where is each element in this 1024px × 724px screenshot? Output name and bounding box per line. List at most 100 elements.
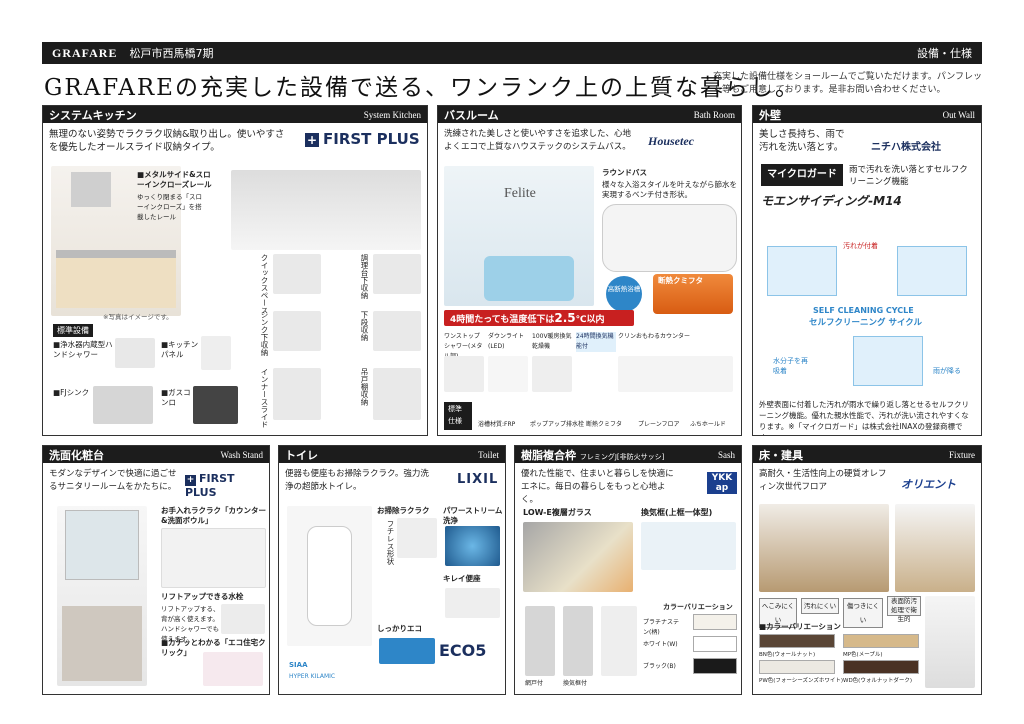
sash-color-2: ブラック(B) [643,663,676,670]
cycle-step-2 [897,246,967,296]
kitchen-item-1: ■キッチンパネル [161,340,199,359]
kitchen-desc: 無理のない姿勢でラクラク収納&取り出し。使いやすさを優先したオールスライド収納タ… [49,129,285,153]
ykk-logo: YKK ap [707,472,737,494]
floor-swatch-0 [759,634,835,648]
sash-color-0: プラチナステン(柄) [643,619,680,636]
washstand-photo [57,506,147,686]
metal-side-label: ■メタルサイド&スローインクローズレール [137,170,212,189]
feature-photo-0 [273,254,321,294]
kitchen-item-2: ■FJシンク [53,388,90,397]
toilet-en: Toilet [478,449,499,460]
floor-color-1: MP色(メープル) [843,652,883,658]
floor-color-3: WD色(ウォルナットダーク) [843,678,912,684]
sash-panel: 樹脂複合枠 フレミングJ[非防火サッシ] Sash 優れた性能で、住まいと暮らし… [514,445,742,695]
cycle-step-1 [767,246,837,296]
downlight-photo [488,356,528,392]
toilet-photo [287,506,372,646]
sash-sub: フレミングJ[非防火サッシ] [579,452,665,461]
drawer-photo [231,170,421,250]
microguard-sub: 雨で汚れを洗い落とすセルフクリーニング機能 [849,165,968,187]
wash-panel: 洗面化粧台 Wash Stand モダンなデザインで快適に過ごせるサニタリールー… [42,445,270,695]
toilet-f4: しっかりエコ [377,624,422,633]
floor-feature-0: へこみにくい [759,598,797,628]
wash-first-plus-logo: +FIRST PLUS [185,472,235,499]
cycle-jp: セルフクリーニング サイクル [809,318,923,328]
countertop [56,250,176,258]
counter-photo [618,356,733,392]
siaa-mark: SIAA [289,661,308,669]
floor-title: 床・建具 [759,448,803,462]
eco-water-badge [379,638,435,664]
headline: GRAFAREの充実した設備で送る、ワンランク上の上質な暮らし。 [44,75,800,101]
lock-photo [601,606,637,676]
vanity-cabinet [62,606,142,681]
wash-plus-icon: + [185,475,196,486]
round-bath-desc: 様々な入浴スタイルを叶えながら節水を実現するベンチ付き形状。 [602,180,737,199]
wash-header: 洗面化粧台 Wash Stand [43,446,269,463]
category-label: 設備・仕様 [917,47,972,60]
plus-icon: + [305,133,319,147]
vent-photo-label: 換気框付 [563,680,588,687]
bath-item-2: 100V暖房換気乾燥機 [532,333,572,350]
eco-illustration [203,652,263,686]
dryer-photo [532,356,572,392]
screen-photo [525,606,555,676]
sash-title: 樹脂複合枠 [521,448,576,462]
kitchen-std-label: 標準設備 [53,324,93,337]
sash-swatch-1 [693,636,737,652]
faucet-photo [221,604,265,634]
feature-photo-1 [373,254,421,294]
moen-logo: モエンサイディング-M14 [761,194,902,208]
floor-swatch-1 [843,634,919,648]
floor-en: Fixture [949,449,975,460]
bath-item-7: ふちホールド [690,421,726,428]
floor-swatch-2 [759,660,835,674]
toilet-header: トイレ Toilet [279,446,505,463]
kitchen-title: システムキッチン [49,108,137,122]
hyper-kilamic: HYPER KILAMIC [289,673,336,680]
sash-en: Sash [717,449,735,460]
floor-color-0: BN色(ウォールナット) [759,652,816,658]
door-photo [895,504,975,592]
grafare-logo: GRAFARE [52,45,118,60]
wash-en: Wash Stand [220,449,263,460]
wash-desc: モダンなデザインで快適に過ごせるサニタリールームをかたちに。 [49,469,177,492]
high-insulation-badge: 高断熱浴槽 [606,276,642,312]
bath-item-5: 断熱クミフタ [586,421,623,428]
bath-item-6: プレーンフロア [638,421,680,428]
cycle-step-3 [853,336,923,386]
bath-item-8: 浴槽材質:FRP [478,421,516,428]
exterior-en: Out Wall [942,109,975,120]
bath-header: バスルーム Bath Room [438,106,741,123]
lift-title: リフトアップできる水栓 [161,592,244,601]
toilet-f3: キレイ便座 [443,574,481,583]
floor-feature-2: 傷つきにくい [843,598,883,628]
shower-faucet-photo [115,338,155,368]
toilet-f1: お掃除ラクラク [377,506,430,515]
feature-photo-3 [373,311,421,351]
sink-photo [93,386,153,424]
exterior-note: 外壁表面に付着した汚れが雨水で繰り返し落とせるセルフクリーニング機能。優れた親水… [759,400,969,435]
bath-item-4: ポップアップ排水栓 [530,421,585,428]
floor-feature-1: 汚れにくい [801,598,839,614]
rim-photo [397,518,437,558]
insulation-label: 断熱クミフタ [658,276,703,285]
counter-diagram [161,528,266,588]
bath-panel: バスルーム Bath Room 洗練された美しさと使いやすさを追求した、心地よく… [437,105,742,436]
eco-click: ■カチッとわかる「エコ住宅クリック」 [161,638,266,657]
bathroom-photo: Felite [444,166,594,306]
insulation-lid-photo [653,274,733,314]
mirror [65,510,139,580]
step-rain: 雨が降る [933,367,961,375]
bathtub [484,256,574,301]
bath-item-9: クリンおもわるカウンター [618,333,691,340]
lift-desc: リフトアップする、背が高く使えます。ハンドシャワーでも使えます。 [161,605,220,643]
stairs-photo [925,596,975,688]
first-plus-logo: +FIRST PLUS [305,130,420,148]
feature-photo-4 [273,368,321,420]
floor-panel: 床・建具 Fixture 高耐久・生活性向上の硬質オレフィン次世代フロア オリエ… [752,445,982,695]
kitchen-header: システムキッチン System Kitchen [43,106,427,123]
orient-logo: オリエント [901,478,956,491]
project-name: 松戸市西馬橋7期 [129,47,214,60]
eco5-badge: ECO5 [439,641,487,660]
